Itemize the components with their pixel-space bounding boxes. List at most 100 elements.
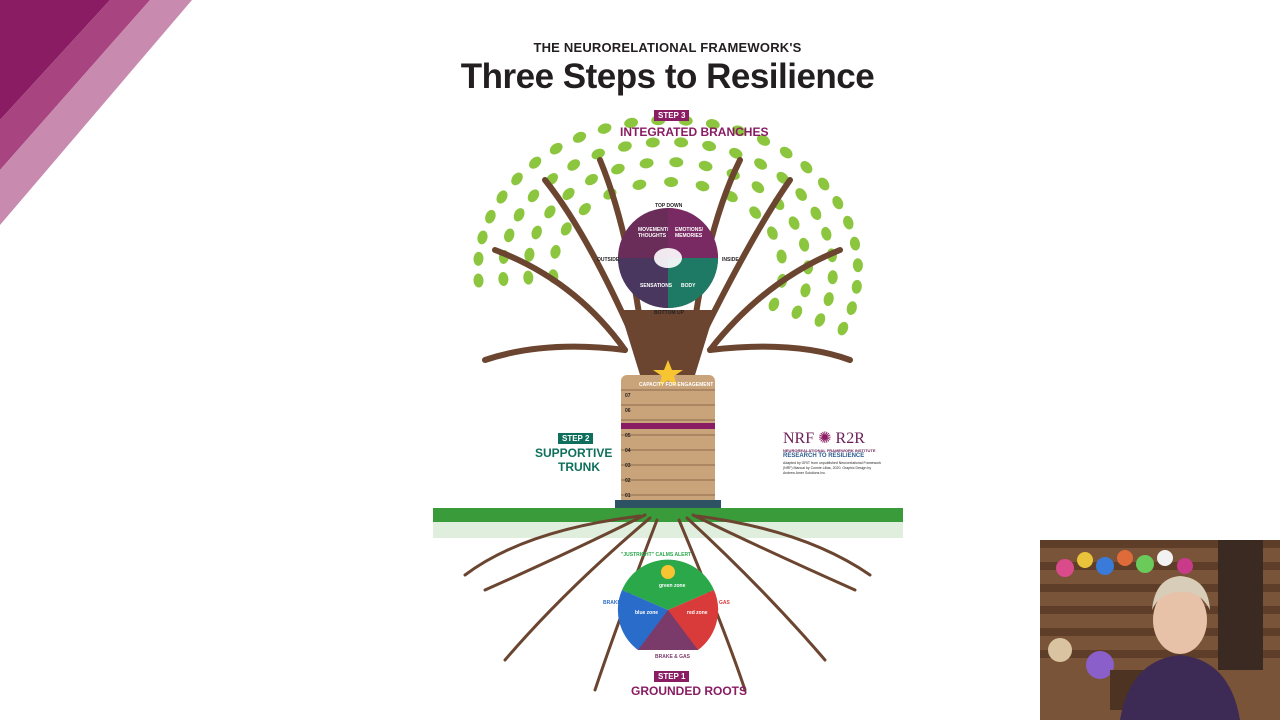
leaf-icon: [698, 160, 713, 172]
leaf-icon: [766, 226, 778, 240]
leaf-icon: [477, 230, 488, 245]
leaf-icon: [768, 297, 780, 312]
blue-zone-label: blue zone: [635, 610, 659, 616]
step1-name: GROUNDED ROOTS: [631, 684, 748, 698]
nrf-credits: Adapted by GRIT from unpublished Neurore…: [783, 461, 881, 475]
ring-number: 04: [625, 448, 631, 454]
ring-number: 05: [625, 433, 631, 439]
leaf-icon: [843, 215, 854, 230]
leaf-icon: [578, 202, 591, 216]
nrf-logo: NRF ✺ R2R: [783, 428, 883, 448]
poster-pretitle: THE NEURORELATIONAL FRAMEWORK'S: [533, 40, 802, 55]
brain-circle: [618, 208, 718, 308]
leaf-icon: [823, 292, 834, 307]
leaf-icon: [695, 180, 710, 192]
ring-number: 02: [625, 478, 631, 484]
leaf-icon: [852, 258, 863, 273]
step2-name-line2: TRUNK: [558, 460, 600, 474]
leaf-icon: [776, 249, 787, 264]
label-body: BODY: [681, 283, 696, 289]
red-zone-label: red zone: [687, 610, 708, 616]
label-emotions: EMOTIONS/ MEMORIES: [675, 227, 704, 239]
brake-gas-label: BRAKE & GAS: [655, 654, 691, 660]
label-inside: INSIDE: [722, 257, 739, 263]
leaf-icon: [572, 131, 587, 143]
leaf-icon: [496, 190, 508, 204]
leaf-icon: [821, 226, 832, 241]
leaf-icon: [705, 119, 720, 130]
leaf-icon: [473, 273, 484, 288]
leaf-icon: [749, 206, 762, 219]
leaf-icon: [585, 173, 598, 186]
leaf-icon: [527, 189, 540, 203]
leaf-icon: [798, 237, 810, 252]
presenter-video[interactable]: [1040, 540, 1280, 720]
leaf-icon: [523, 270, 534, 285]
step1-tag: STEP 1: [654, 671, 690, 682]
leaf-icon: [618, 141, 632, 152]
root-alert-label: "JUSTRIGHT" CALMS ALERT: [621, 552, 692, 558]
leaf-icon: [837, 321, 849, 336]
leaf-icon: [591, 148, 605, 160]
leaf-icon: [611, 163, 625, 175]
leaf-icon: [560, 222, 572, 236]
leaf-icon: [702, 140, 716, 152]
label-bottom-up: BOTTOM UP: [654, 310, 684, 316]
step2-tag: STEP 2: [558, 433, 594, 444]
leaf-icon: [524, 247, 535, 262]
label-top-down: TOP DOWN: [655, 203, 683, 209]
leaf-icon: [664, 176, 679, 188]
resilience-poster: THE NEURORELATIONAL FRAMEWORK'S Three St…: [425, 30, 910, 710]
leaf-icon: [814, 313, 826, 327]
leaf-icon: [550, 244, 561, 259]
leaf-icon: [800, 161, 813, 174]
leaf-icon: [754, 158, 768, 170]
leaf-icon: [624, 117, 639, 128]
leaf-icon: [473, 251, 484, 266]
label-sensations: SENSATIONS: [640, 283, 673, 289]
leaf-icon: [531, 225, 542, 240]
nrf-logo-block: NRF ✺ R2R NEUROREALATIONAL FRAMEWORK INS…: [783, 428, 883, 476]
leaf-icon: [791, 305, 803, 319]
leaf-icon: [779, 146, 793, 159]
leaf-icon: [639, 158, 654, 169]
leaf-icon: [810, 206, 822, 220]
ring-number: 01: [625, 493, 631, 499]
leaf-icon: [645, 137, 660, 148]
label-movement: MOVEMENT/ THOUGHTS: [638, 227, 669, 239]
ring-number: 03: [625, 463, 631, 469]
leaf-icon: [674, 137, 689, 148]
brake-label: BRAKE: [603, 600, 621, 606]
nrf-institute: NEUROREALATIONAL FRAMEWORK INSTITUTE: [783, 448, 876, 453]
leaf-icon: [632, 179, 647, 190]
r2r-logo-text: R2R: [835, 430, 865, 447]
leaf-icon: [827, 270, 838, 285]
nrf-research: RESEARCH TO RESILIENCE: [783, 453, 865, 459]
leaf-icon: [567, 159, 581, 171]
zone-gauge: [617, 559, 719, 650]
corner-decoration: [0, 0, 192, 225]
leaf-icon: [513, 208, 525, 222]
poster-title: Three Steps to Resilience: [460, 57, 875, 96]
label-outside: OUTSIDE: [597, 257, 620, 263]
leaf-icon: [751, 181, 765, 194]
leaf-icon: [597, 123, 612, 134]
leaf-icon: [800, 283, 811, 298]
leaf-icon: [544, 205, 556, 219]
leaf-icon: [562, 187, 575, 201]
leaf-icon: [849, 236, 861, 251]
leaf-icon: [485, 209, 496, 224]
leaf-icon: [529, 156, 542, 169]
ring-number: 07: [625, 393, 631, 399]
step3-name: INTEGRATED BRANCHES: [620, 125, 769, 139]
leaf-icon: [776, 171, 789, 184]
leaf-icon: [504, 228, 515, 243]
green-zone-label: green zone: [659, 583, 686, 589]
leaf-icon: [732, 125, 746, 137]
leaf-icon: [729, 147, 743, 159]
leaf-icon: [788, 216, 800, 230]
leaf-icon: [846, 301, 857, 315]
step3-tag: STEP 3: [654, 110, 690, 121]
nrf-logo-text: NRF: [783, 430, 815, 447]
nrf-logo-mark-icon: ✺: [818, 430, 832, 447]
